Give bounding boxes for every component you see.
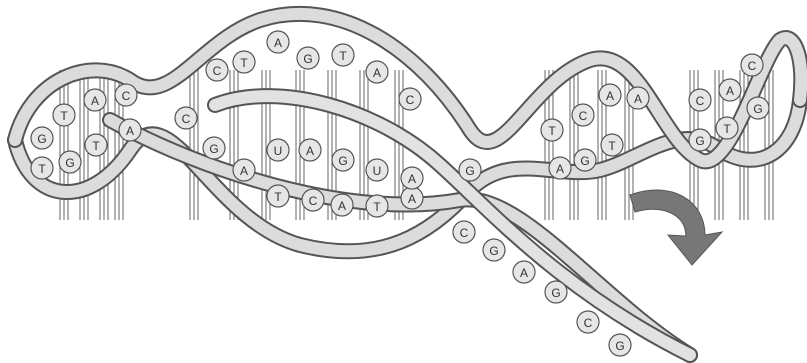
svg-text:T: T: [92, 139, 100, 153]
rna-base: U: [267, 139, 289, 161]
released-strand-base: G: [609, 334, 631, 356]
svg-text:C: C: [579, 109, 588, 123]
upper-strand-base: C: [206, 59, 228, 81]
svg-text:A: A: [373, 66, 381, 80]
lower-strand-base: T: [366, 195, 388, 217]
released-strand-base: G: [483, 239, 505, 261]
svg-text:A: A: [520, 266, 528, 280]
svg-text:C: C: [309, 194, 318, 208]
svg-text:T: T: [38, 162, 46, 176]
svg-text:U: U: [373, 164, 382, 178]
svg-text:A: A: [556, 162, 564, 176]
upper-strand-base: T: [233, 51, 255, 73]
svg-text:G: G: [338, 154, 347, 168]
svg-text:G: G: [580, 154, 589, 168]
rna-base: A: [299, 139, 321, 161]
svg-text:A: A: [408, 192, 416, 206]
svg-text:G: G: [615, 339, 624, 353]
lower-strand-base: T: [31, 157, 53, 179]
upper-strand-base: T: [53, 104, 75, 126]
upper-strand-base: T: [541, 119, 563, 141]
upper-strand-base: T: [332, 44, 354, 66]
released-strand-base: A: [513, 261, 535, 283]
svg-text:C: C: [460, 226, 469, 240]
lower-strand-base: T: [85, 134, 107, 156]
upper-strand-base: A: [627, 87, 649, 109]
svg-text:T: T: [274, 190, 282, 204]
svg-text:C: C: [748, 59, 757, 73]
upper-strand-base: C: [741, 54, 763, 76]
upper-strand-base: A: [267, 31, 289, 53]
svg-text:C: C: [406, 93, 415, 107]
lower-strand-base: A: [119, 119, 141, 141]
upper-strand-base: C: [399, 88, 421, 110]
lower-strand-base: T: [601, 134, 623, 156]
svg-text:C: C: [122, 89, 131, 103]
svg-text:T: T: [548, 124, 556, 138]
released-strand-base: G: [545, 281, 567, 303]
svg-text:A: A: [274, 36, 282, 50]
rna-base: A: [401, 167, 423, 189]
rna-base: U: [366, 159, 388, 181]
svg-text:G: G: [209, 142, 218, 156]
svg-text:A: A: [408, 172, 416, 186]
lower-strand-base: A: [233, 159, 255, 181]
lower-strand-base: G: [459, 159, 481, 181]
lower-strand-base: A: [549, 157, 571, 179]
lower-strand-base: G: [59, 151, 81, 173]
svg-text:G: G: [65, 156, 74, 170]
svg-text:C: C: [182, 112, 191, 126]
upper-strand-base: A: [719, 79, 741, 101]
svg-text:A: A: [91, 94, 99, 108]
svg-text:G: G: [695, 134, 704, 148]
svg-text:C: C: [213, 64, 222, 78]
svg-text:T: T: [608, 139, 616, 153]
curved-arrow-icon: [630, 190, 722, 265]
svg-text:G: G: [753, 102, 762, 116]
svg-text:G: G: [489, 244, 498, 258]
svg-text:G: G: [37, 132, 46, 146]
svg-text:C: C: [584, 316, 593, 330]
lower-strand-base: T: [716, 117, 738, 139]
upper-strand-base: C: [572, 104, 594, 126]
upper-strand-base: C: [689, 89, 711, 111]
lower-strand-base: G: [689, 129, 711, 151]
rna-base: G: [332, 149, 354, 171]
svg-text:G: G: [551, 286, 560, 300]
lower-strand-base: G: [203, 137, 225, 159]
svg-text:T: T: [60, 109, 68, 123]
released-strand-base: C: [453, 221, 475, 243]
svg-text:G: G: [465, 164, 474, 178]
upper-strand-base: A: [84, 89, 106, 111]
lower-strand-base: C: [302, 189, 324, 211]
lower-strand-base: T: [267, 185, 289, 207]
upper-strand-base: A: [599, 84, 621, 106]
lower-strand-base: A: [401, 187, 423, 209]
upper-strand-base: G: [297, 47, 319, 69]
svg-text:A: A: [634, 92, 642, 106]
svg-text:A: A: [338, 199, 346, 213]
svg-text:T: T: [373, 200, 381, 214]
svg-text:T: T: [723, 122, 731, 136]
svg-text:A: A: [126, 124, 134, 138]
svg-text:A: A: [306, 144, 314, 158]
upper-strand-base: A: [366, 61, 388, 83]
svg-text:G: G: [303, 52, 312, 66]
upper-strand-base: C: [115, 84, 137, 106]
lower-strand-base: G: [574, 149, 596, 171]
upper-strand-base: G: [31, 127, 53, 149]
svg-text:C: C: [696, 94, 705, 108]
released-strand-base: C: [577, 311, 599, 333]
svg-text:A: A: [240, 164, 248, 178]
svg-text:T: T: [240, 56, 248, 70]
svg-text:A: A: [606, 89, 614, 103]
lower-strand-base: G: [747, 97, 769, 119]
svg-text:U: U: [274, 144, 283, 158]
lower-strand-base: C: [175, 107, 197, 129]
lower-strand-base: A: [331, 194, 353, 216]
svg-text:A: A: [726, 84, 734, 98]
svg-text:T: T: [339, 49, 347, 63]
